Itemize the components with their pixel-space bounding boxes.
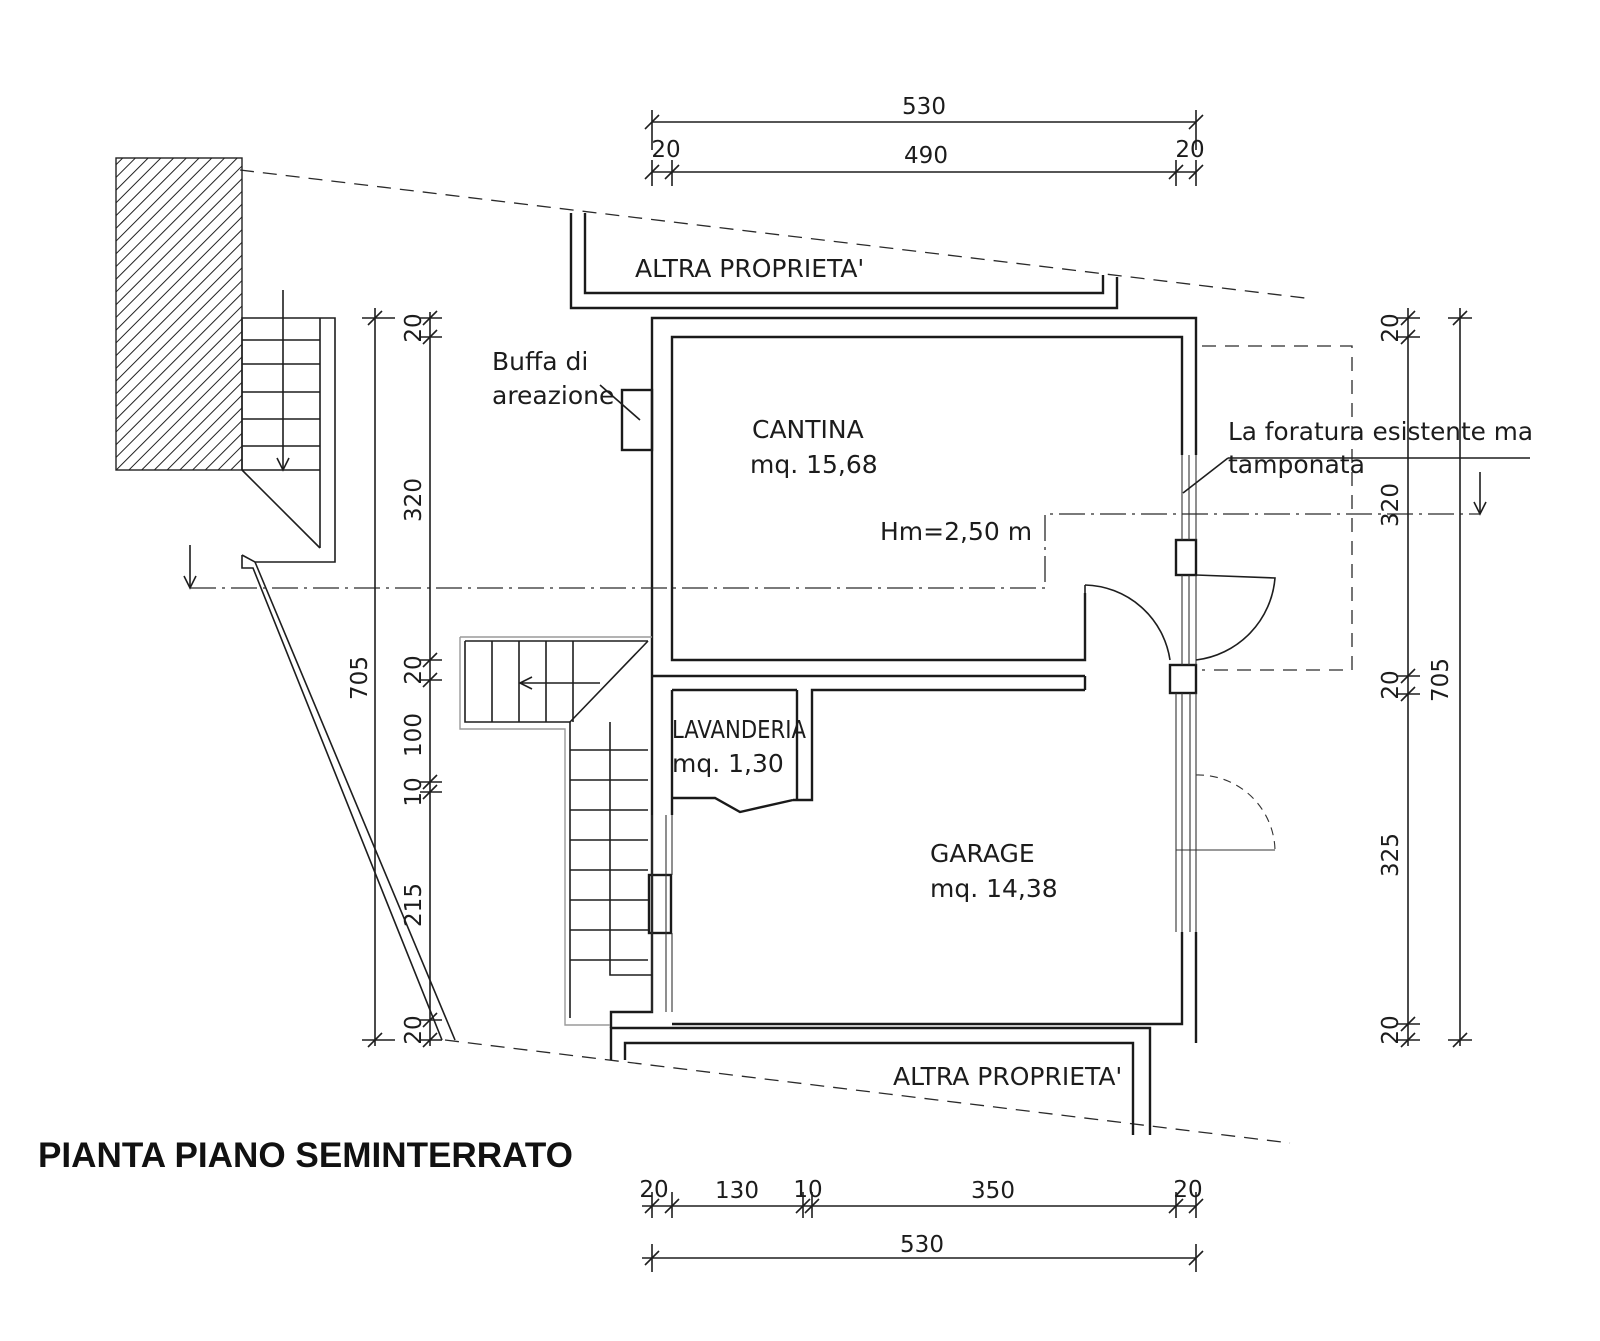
height-note: Hm=2,50 m (880, 517, 1032, 546)
cantina-area: mq. 15,68 (750, 450, 878, 479)
vent-box (620, 388, 654, 452)
dim-bottom-e: 20 (1173, 1177, 1202, 1203)
lavanderia-area: mq. 1,30 (672, 749, 784, 778)
vent-note-line1: Buffa di (492, 347, 588, 376)
site-boundary (239, 169, 1306, 1144)
dim-right-b: 320 (1378, 483, 1404, 527)
garage-name: GARAGE (930, 839, 1035, 868)
dim-left-overall: 705 (347, 656, 373, 700)
dim-top-right: 20 (1175, 137, 1204, 163)
bottom-neighbor-outline (609, 1026, 1152, 1135)
dimensions-bottom (642, 1192, 1204, 1272)
dim-bottom-a: 20 (639, 1177, 668, 1203)
right-windows (651, 455, 1197, 1012)
garage-area: mq. 14,38 (930, 874, 1058, 903)
dim-bottom-b: 130 (715, 1178, 759, 1204)
top-neighbor-outline (569, 213, 1119, 310)
dim-bottom-d: 350 (971, 1178, 1015, 1204)
dimensions-top (644, 110, 1204, 186)
foratura-note-line2: tamponata (1228, 450, 1365, 479)
cantina-name: CANTINA (752, 415, 864, 444)
dimensions-right (1396, 308, 1472, 1048)
stairs-upper (241, 290, 456, 1041)
stairs-lower (459, 636, 652, 1026)
dimensions-left (362, 308, 442, 1048)
door-swings (1084, 574, 1276, 851)
vent-leader (599, 384, 641, 421)
dim-right-a: 20 (1378, 313, 1404, 342)
dim-top-mid: 490 (904, 143, 948, 169)
dim-top-overall: 530 (902, 94, 946, 120)
dim-left-e: 10 (401, 777, 427, 806)
dim-right-overall: 705 (1428, 658, 1454, 702)
building-walls (609, 316, 1198, 1043)
dim-left-c: 20 (401, 655, 427, 684)
dim-left-d: 100 (401, 713, 427, 757)
foratura-leader (1182, 457, 1229, 494)
plan-title: PIANTA PIANO SEMINTERRATO (38, 1136, 573, 1175)
hatched-wall (115, 157, 243, 471)
dim-right-e: 20 (1378, 1015, 1404, 1044)
dim-left-g: 20 (401, 1015, 427, 1044)
dim-right-d: 325 (1378, 833, 1404, 877)
foratura-note-line1: La foratura esistente ma (1228, 417, 1533, 446)
dim-top-left: 20 (651, 137, 680, 163)
dim-left-b: 320 (401, 478, 427, 522)
top-neighbor-label: ALTRA PROPRIETA' (635, 254, 864, 283)
section-lines (183, 345, 1487, 671)
dim-left-a: 20 (401, 313, 427, 342)
dim-bottom-c: 10 (793, 1177, 822, 1203)
vent-note-line2: areazione (492, 381, 614, 410)
dim-bottom-overall: 530 (900, 1232, 944, 1258)
dim-right-c: 20 (1378, 670, 1404, 699)
dim-left-f: 215 (401, 883, 427, 927)
lavanderia-name: LAVANDERIA (672, 715, 806, 744)
bottom-neighbor-label: ALTRA PROPRIETA' (893, 1062, 1122, 1091)
